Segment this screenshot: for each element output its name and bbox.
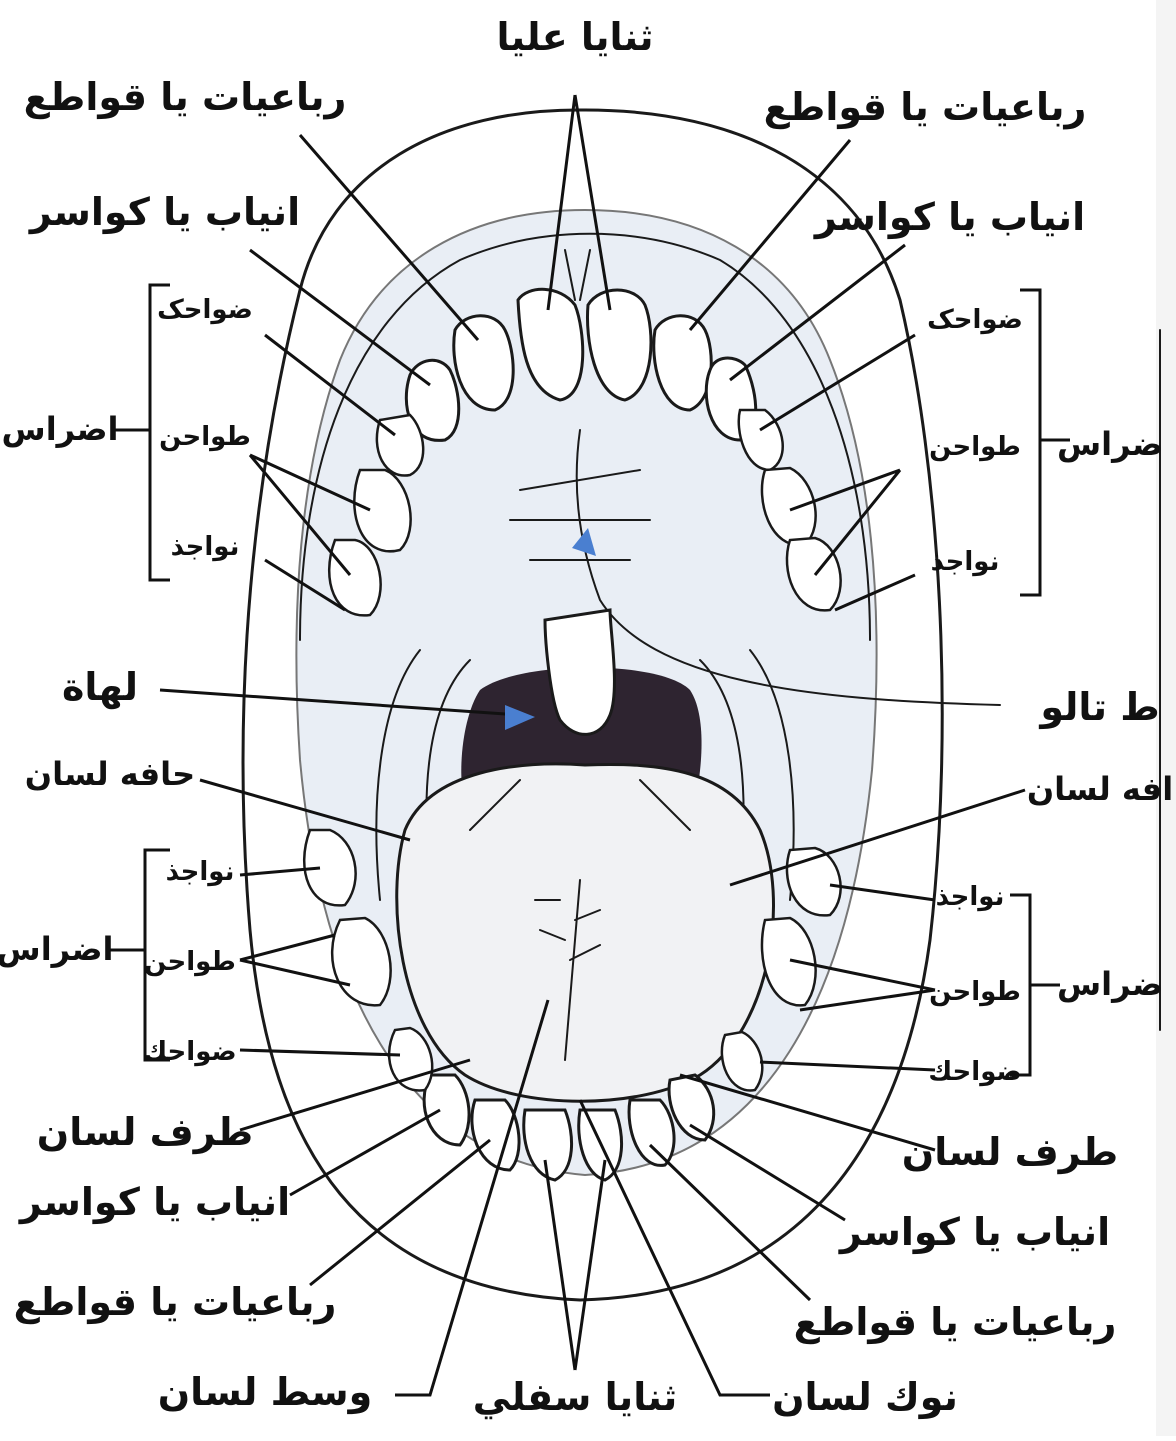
label-upper-molar-right: طواحن bbox=[929, 432, 1021, 462]
label-palate-mid: ط تالو bbox=[1038, 685, 1159, 729]
label-tongue-edge-left: حافه لسان bbox=[25, 755, 195, 793]
leader-lower-premolar-right bbox=[760, 1062, 935, 1070]
label-uvula: لهاة bbox=[62, 665, 138, 709]
leader-lower-lateral-left bbox=[310, 1140, 490, 1285]
label-lower-molar-left: طواحن bbox=[144, 947, 236, 977]
label-lower-molars-group-right: ضراس bbox=[1057, 965, 1163, 1003]
label-lower-canine-left: انیاب یا کواسر bbox=[18, 1180, 290, 1224]
label-lower-wisdom-right: نواجذ bbox=[936, 882, 1005, 912]
label-upper-canine-right: انیاب یا کواسر bbox=[813, 195, 1085, 239]
label-upper-canine-left: انیاب یا کواسر bbox=[28, 190, 300, 234]
label-upper-molar-left: طواحن bbox=[159, 422, 251, 452]
label-lower-lateral-left: رباعیات یا قواطع bbox=[14, 1280, 337, 1324]
label-upper-lateral-right: رباعیات یا قواطع bbox=[764, 85, 1087, 129]
label-upper-molars-group-right: ضراس bbox=[1057, 425, 1163, 463]
label-lower-premolar-left: ضواحك bbox=[143, 1037, 236, 1067]
label-upper-molars-group-left: اضراس bbox=[2, 410, 119, 448]
label-tongue-tip: نوك لسان bbox=[772, 1375, 958, 1419]
leader-lower-central bbox=[545, 1160, 605, 1370]
label-upper-wisdom-right: نواجذ bbox=[931, 547, 1000, 577]
label-tongue-side-right: طرف لسان bbox=[902, 1130, 1118, 1174]
label-lower-central: ثنایا سفلي bbox=[473, 1375, 678, 1419]
leader-lower-premolar-left bbox=[240, 1050, 400, 1055]
label-tongue-edge-right: افه لسان bbox=[1027, 770, 1173, 808]
label-upper-wisdom-left: نواجذ bbox=[171, 532, 240, 562]
tongue bbox=[397, 764, 774, 1101]
leader-lower-lateral-right bbox=[650, 1145, 810, 1300]
label-tongue-middle: وسط لسان bbox=[158, 1370, 373, 1415]
label-upper-central: ثنایا علیا bbox=[496, 15, 653, 59]
label-tongue-side-left: طرف لسان bbox=[37, 1110, 253, 1154]
label-lower-lateral-right: رباعیات یا قواطع bbox=[794, 1300, 1117, 1344]
label-lower-wisdom-left: نواجذ bbox=[166, 857, 235, 887]
label-upper-lateral-left: رباعیات یا قواطع bbox=[24, 75, 347, 119]
lower-lateral-incisor-left bbox=[472, 1100, 519, 1170]
label-upper-premolar-right: ضواحک bbox=[927, 305, 1023, 335]
label-lower-molars-group-left: اضراس bbox=[0, 930, 113, 968]
label-lower-canine-right: انیاب یا کواسر bbox=[838, 1210, 1110, 1254]
label-upper-premolar-left: ضواحک bbox=[157, 295, 253, 325]
label-lower-molar-right: طواحن bbox=[929, 977, 1021, 1007]
label-lower-premolar-right: ضواحك bbox=[928, 1057, 1021, 1087]
lower-canine-left bbox=[424, 1075, 469, 1145]
